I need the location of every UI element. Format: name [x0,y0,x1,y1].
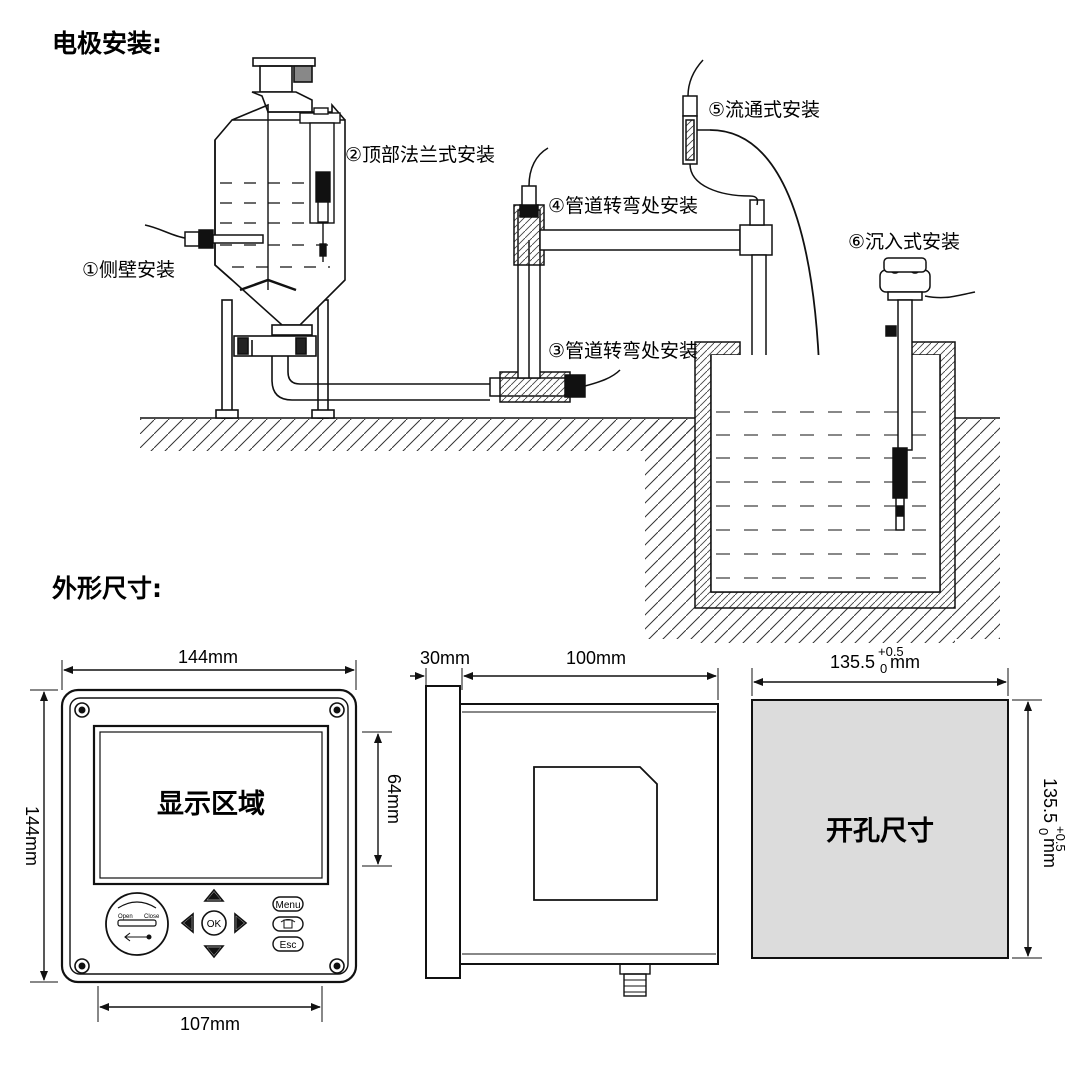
menu-button[interactable] [272,896,304,912]
bottom-width-label: 107mm [180,1014,240,1034]
ok-label: OK [207,919,222,930]
side-wall-electrode [144,224,264,249]
top-flange-electrode [299,107,341,262]
ok-button[interactable] [201,910,227,936]
svg-text:0: 0 [880,661,887,676]
installation-title: 电极安装: [52,29,162,58]
down-arrow-icon[interactable] [203,945,225,959]
label-flow-through: ⑤流通式安装 [708,99,820,121]
svg-text:mm: mm [1040,838,1060,868]
front-view [30,660,392,1022]
immersion-electrode [879,257,976,531]
cutout-width-label: 135.5 +0.5 0 mm [830,644,920,676]
front-width-label: 144mm [178,647,238,667]
cutout-text: 开孔尺寸 [826,816,934,847]
usb-port-button[interactable] [105,892,169,956]
up-arrow-icon[interactable] [203,888,225,902]
rotate-icon [280,919,296,929]
svg-text:+0.5: +0.5 [1053,826,1068,852]
side-view [410,668,719,997]
open-label: Open [118,914,133,920]
tank [694,341,956,609]
svg-text:+0.5: +0.5 [878,644,904,659]
keypad [180,888,248,959]
ground [140,417,1000,643]
svg-text:135.5: 135.5 [830,652,875,672]
esc-button[interactable] [272,936,304,952]
front-height-label: 144mm [22,806,42,866]
svg-text:mm: mm [890,652,920,672]
right-arrow-icon[interactable] [234,912,248,934]
left-arrow-icon[interactable] [180,912,194,934]
label-pipe-bend-4: ④管道转弯处安装 [548,195,698,217]
cutout-height-label: 135.5 +0.5 0 mm [1036,778,1068,868]
menu-label: Menu [275,900,300,911]
display-area-text: 显示区域 [157,789,265,820]
label-pipe-bend-3: ③管道转弯处安装 [548,340,698,362]
esc-label: Esc [280,940,297,951]
depth-label: 100mm [566,648,626,668]
label-top-flange: ②顶部法兰式安装 [345,144,495,166]
display-height-label: 64mm [384,774,404,824]
pipe-tee-assembly [489,147,773,410]
svg-text:135.5: 135.5 [1040,778,1060,823]
close-label: Close [144,914,160,920]
svg-text:0: 0 [1036,828,1051,835]
label-immersion: ⑥沉入式安装 [848,231,960,253]
label-side-wall: ①侧壁安装 [82,259,175,281]
rotate-button[interactable] [272,916,304,932]
dimensions-title: 外形尺寸: [52,574,162,603]
cutout-view [751,668,1042,959]
panel-thickness-label: 30mm [420,648,470,668]
